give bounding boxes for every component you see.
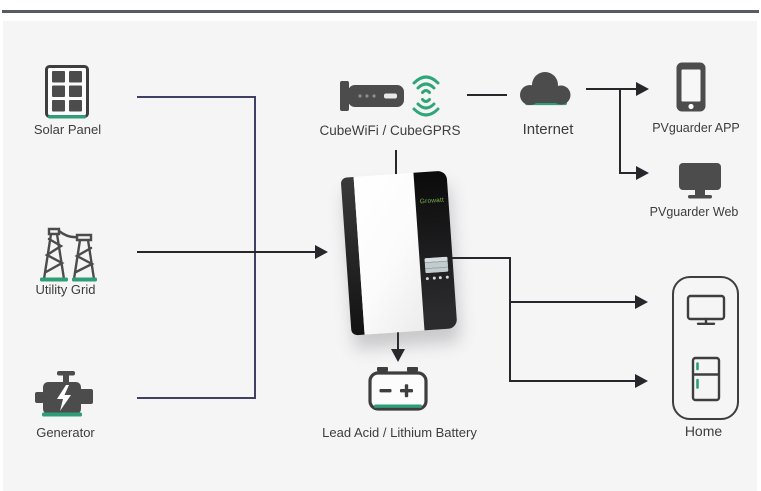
home-node [672,276,739,420]
inverter-button-dot [425,276,429,281]
tv-icon [686,294,725,325]
inverter-brand-logo: Growatt [419,196,445,206]
battery-icon [368,367,428,411]
generator-label: Generator [36,425,95,440]
connector-dongle-to-inverter [395,150,397,178]
connector-to-home-fridge [509,380,636,382]
solar-panel-node [44,64,90,127]
pvguarder-app-label: PVguarder APP [652,121,740,135]
internet-label: Internet [522,121,574,138]
arrowhead-into-home-bottom [635,374,648,388]
internet-node [516,68,576,115]
pvguarder-app-node [675,61,707,118]
arrowhead-into-inverter [315,245,328,259]
battery-node [368,364,430,419]
arrowhead-into-web [636,166,649,180]
battery-label: Lead Acid / Lithium Battery [322,425,477,440]
transmission-tower-icon [40,227,97,282]
desktop-monitor-icon [679,163,721,199]
arrowhead-into-app [636,82,649,96]
inverter-buttons [425,275,449,281]
connector-inverter-to-home-branch [449,257,510,259]
arrowhead-into-battery [391,349,405,362]
inverter-button-dot [432,276,436,280]
connector-internet-branch-vertical [619,88,621,174]
inverter-button-dot [445,275,449,279]
smartphone-icon [676,62,706,112]
fridge-icon [691,356,720,402]
connector-generator-to-bus [137,397,255,399]
connector-solar-to-bus [137,96,255,98]
wifi-dongle-icon [340,75,440,117]
connector-utility-to-inverter [137,251,317,253]
solar-panel-icon [45,65,89,119]
inverter-button-dot [439,276,443,280]
engine-icon [35,371,93,417]
connector-internet-to-web [619,172,637,174]
cube-wifi-node [338,68,444,129]
arrowhead-into-home-top [635,295,648,309]
cloud-icon [520,72,571,106]
utility-grid-label: Utility Grid [35,282,96,297]
connector-home-branch-vertical [509,257,511,382]
cube-wifi-label: CubeWiFi / CubeGPRS [319,123,461,138]
top-divider-rule [2,10,759,13]
connector-bus-vertical [254,96,256,399]
pvguarder-web-node [677,161,723,206]
generator-node [33,370,97,429]
connector-dongle-to-internet [467,94,507,96]
connector-inverter-to-battery [397,330,399,350]
inverter-unit: Growatt [340,170,458,336]
inverter-front-face [353,172,425,335]
inverter-lcd-display [424,256,449,274]
home-label: Home [684,423,723,439]
solar-panel-label: Solar Panel [33,122,102,137]
connector-internet-to-app [586,88,637,90]
connector-to-home-tv [509,301,636,303]
pvguarder-web-label: PVguarder Web [649,205,739,219]
utility-grid-node [34,222,98,291]
